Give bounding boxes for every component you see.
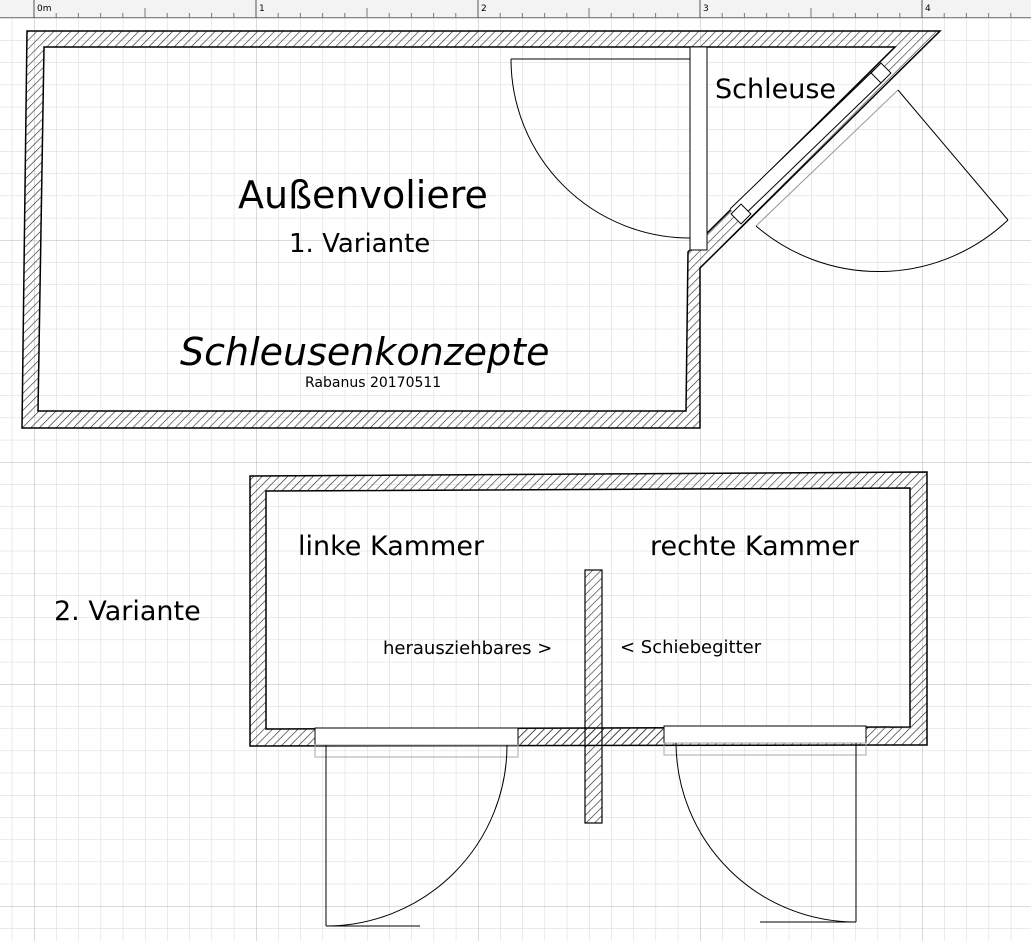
- variant2-label: 2. Variante: [54, 596, 201, 627]
- concept-title: Schleusenkonzepte: [180, 330, 549, 374]
- variant2-enclosure[interactable]: [249, 471, 928, 747]
- ruler-label-1: 1: [259, 4, 265, 14]
- variant1-inner-door[interactable]: [510, 46, 708, 251]
- ruler-label-4: 4: [925, 4, 931, 14]
- pullout-label: herausziehbares >: [383, 638, 552, 659]
- left-chamber-label: linke Kammer: [298, 531, 485, 562]
- variant2-outer-wall[interactable]: [249, 471, 928, 747]
- variant1-title: Außenvoliere: [238, 173, 488, 217]
- variant1-lock-label: Schleuse: [715, 74, 836, 105]
- variant2-right-door[interactable]: [663, 725, 867, 923]
- slide-grid-label: < Schiebegitter: [620, 637, 762, 658]
- variant1-subtitle: 1. Variante: [289, 229, 430, 259]
- variant1-enclosure[interactable]: [21, 30, 942, 429]
- ruler-label-2: 2: [481, 4, 487, 14]
- variant1-outer-wall[interactable]: [21, 30, 942, 429]
- variant2-left-door[interactable]: [314, 727, 519, 927]
- top-ruler[interactable]: 0m 1 2 3 4: [0, 0, 1031, 18]
- author-label: Rabanus 20170511: [305, 375, 441, 391]
- ruler-label-3: 3: [703, 4, 709, 14]
- ruler-label-0: 0m: [37, 4, 52, 14]
- sliding-grid-divider[interactable]: [518, 569, 664, 824]
- variant1-outer-door[interactable]: [729, 62, 1009, 273]
- right-chamber-label: rechte Kammer: [650, 531, 860, 562]
